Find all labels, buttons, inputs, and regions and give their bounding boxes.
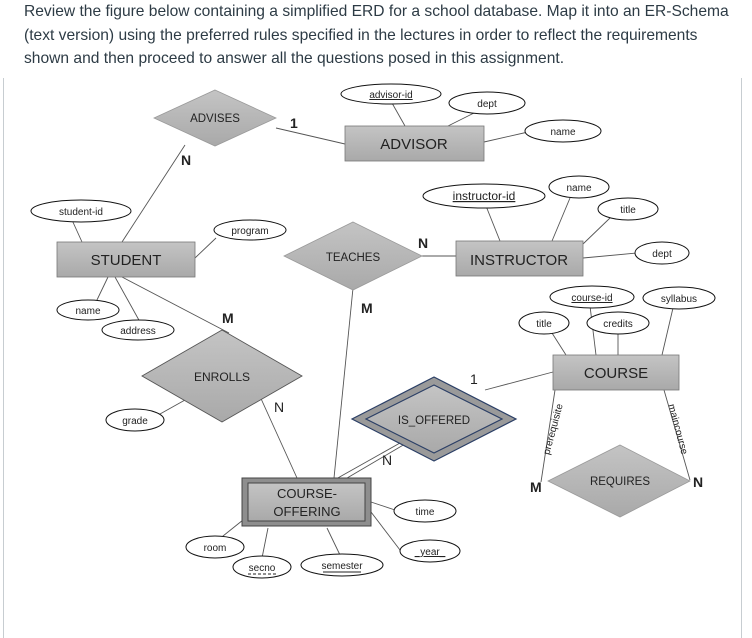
student-name-label: name [75, 306, 100, 317]
attribute-labels: advisor-id dept name student-id program … [59, 90, 697, 574]
partial-key-underlines [248, 571, 361, 575]
enrolls-offering-label: N [274, 399, 284, 415]
instructor-name-label: name [566, 183, 591, 194]
advisor-label: ADVISOR [380, 136, 448, 153]
instructor-id-label: instructor-id [453, 189, 516, 203]
requires-label: REQUIRES [590, 476, 650, 488]
credits-label: credits [603, 319, 632, 330]
relationship-advises: ADVISES [153, 89, 277, 147]
offered-course-label: 1 [470, 371, 478, 387]
offered-offering-label: N [382, 452, 392, 468]
instructor-label: INSTRUCTOR [470, 252, 568, 269]
advisor-dept-label: dept [477, 99, 497, 110]
student-id-label: student-id [59, 207, 103, 218]
program-label: program [231, 226, 268, 237]
requires-main-label: N [693, 474, 703, 490]
requires-prereq-label: M [530, 479, 542, 495]
role-label-maincourse: maincourse [665, 403, 689, 456]
advises-label: ADVISES [190, 113, 240, 125]
figure-frame [3, 78, 742, 638]
relationship-is-offered: IS_OFFERED [350, 376, 518, 462]
entity-course: COURSE [552, 354, 680, 391]
teaches-instructor-label: N [418, 235, 428, 251]
attribute-ellipses [30, 83, 716, 579]
enrolls-student-label: M [222, 310, 234, 326]
syllabus-label: syllabus [661, 294, 697, 305]
cardinality-labels: 1 N N M M N 1 N M N [181, 115, 703, 495]
instructor-title-label: title [620, 205, 636, 216]
student-label: STUDENT [91, 252, 162, 269]
entity-student: STUDENT [56, 241, 196, 278]
role-label-prerequisite: prerequisite [542, 402, 566, 456]
enrolls-label: ENROLLS [194, 370, 250, 384]
secno-label: secno [249, 563, 276, 574]
is-offered-label: IS_OFFERED [398, 415, 470, 427]
advises-advisor-label: 1 [290, 115, 298, 131]
entity-advisor: ADVISOR [344, 125, 485, 162]
assignment-prompt: Review the figure below containing a sim… [24, 3, 729, 67]
course-offering-line2-label: OFFERING [273, 504, 340, 519]
semester-label: semester [321, 561, 363, 572]
advisor-name-label: name [550, 127, 575, 138]
address-label: address [120, 326, 156, 337]
grade-label: grade [122, 416, 148, 427]
course-offering-line1-label: COURSE- [277, 486, 337, 501]
relationship-requires: REQUIRES [547, 444, 691, 518]
relationship-enrolls: ENROLLS [141, 329, 303, 423]
erd-diagram: ADVISES TEACHES ENROLLS IS_OFFERED REQUI… [30, 83, 716, 579]
teaches-offering-label: M [361, 300, 373, 316]
year-label: _year_ [414, 547, 446, 558]
entity-instructor: INSTRUCTOR [455, 240, 584, 277]
time-label: time [416, 507, 435, 518]
room-label: room [204, 543, 227, 554]
advises-student-label: N [181, 152, 191, 168]
teaches-label: TEACHES [326, 252, 381, 264]
advisor-id-label: advisor-id [369, 90, 412, 101]
relationship-teaches: TEACHES [283, 221, 423, 291]
connector-lines [71, 102, 691, 559]
course-label: COURSE [584, 365, 648, 382]
instructor-dept-label: dept [652, 249, 672, 260]
entity-course-offering: COURSE- OFFERING [241, 477, 372, 527]
course-title-label: title [536, 319, 552, 330]
course-id-label: course-id [571, 293, 612, 304]
